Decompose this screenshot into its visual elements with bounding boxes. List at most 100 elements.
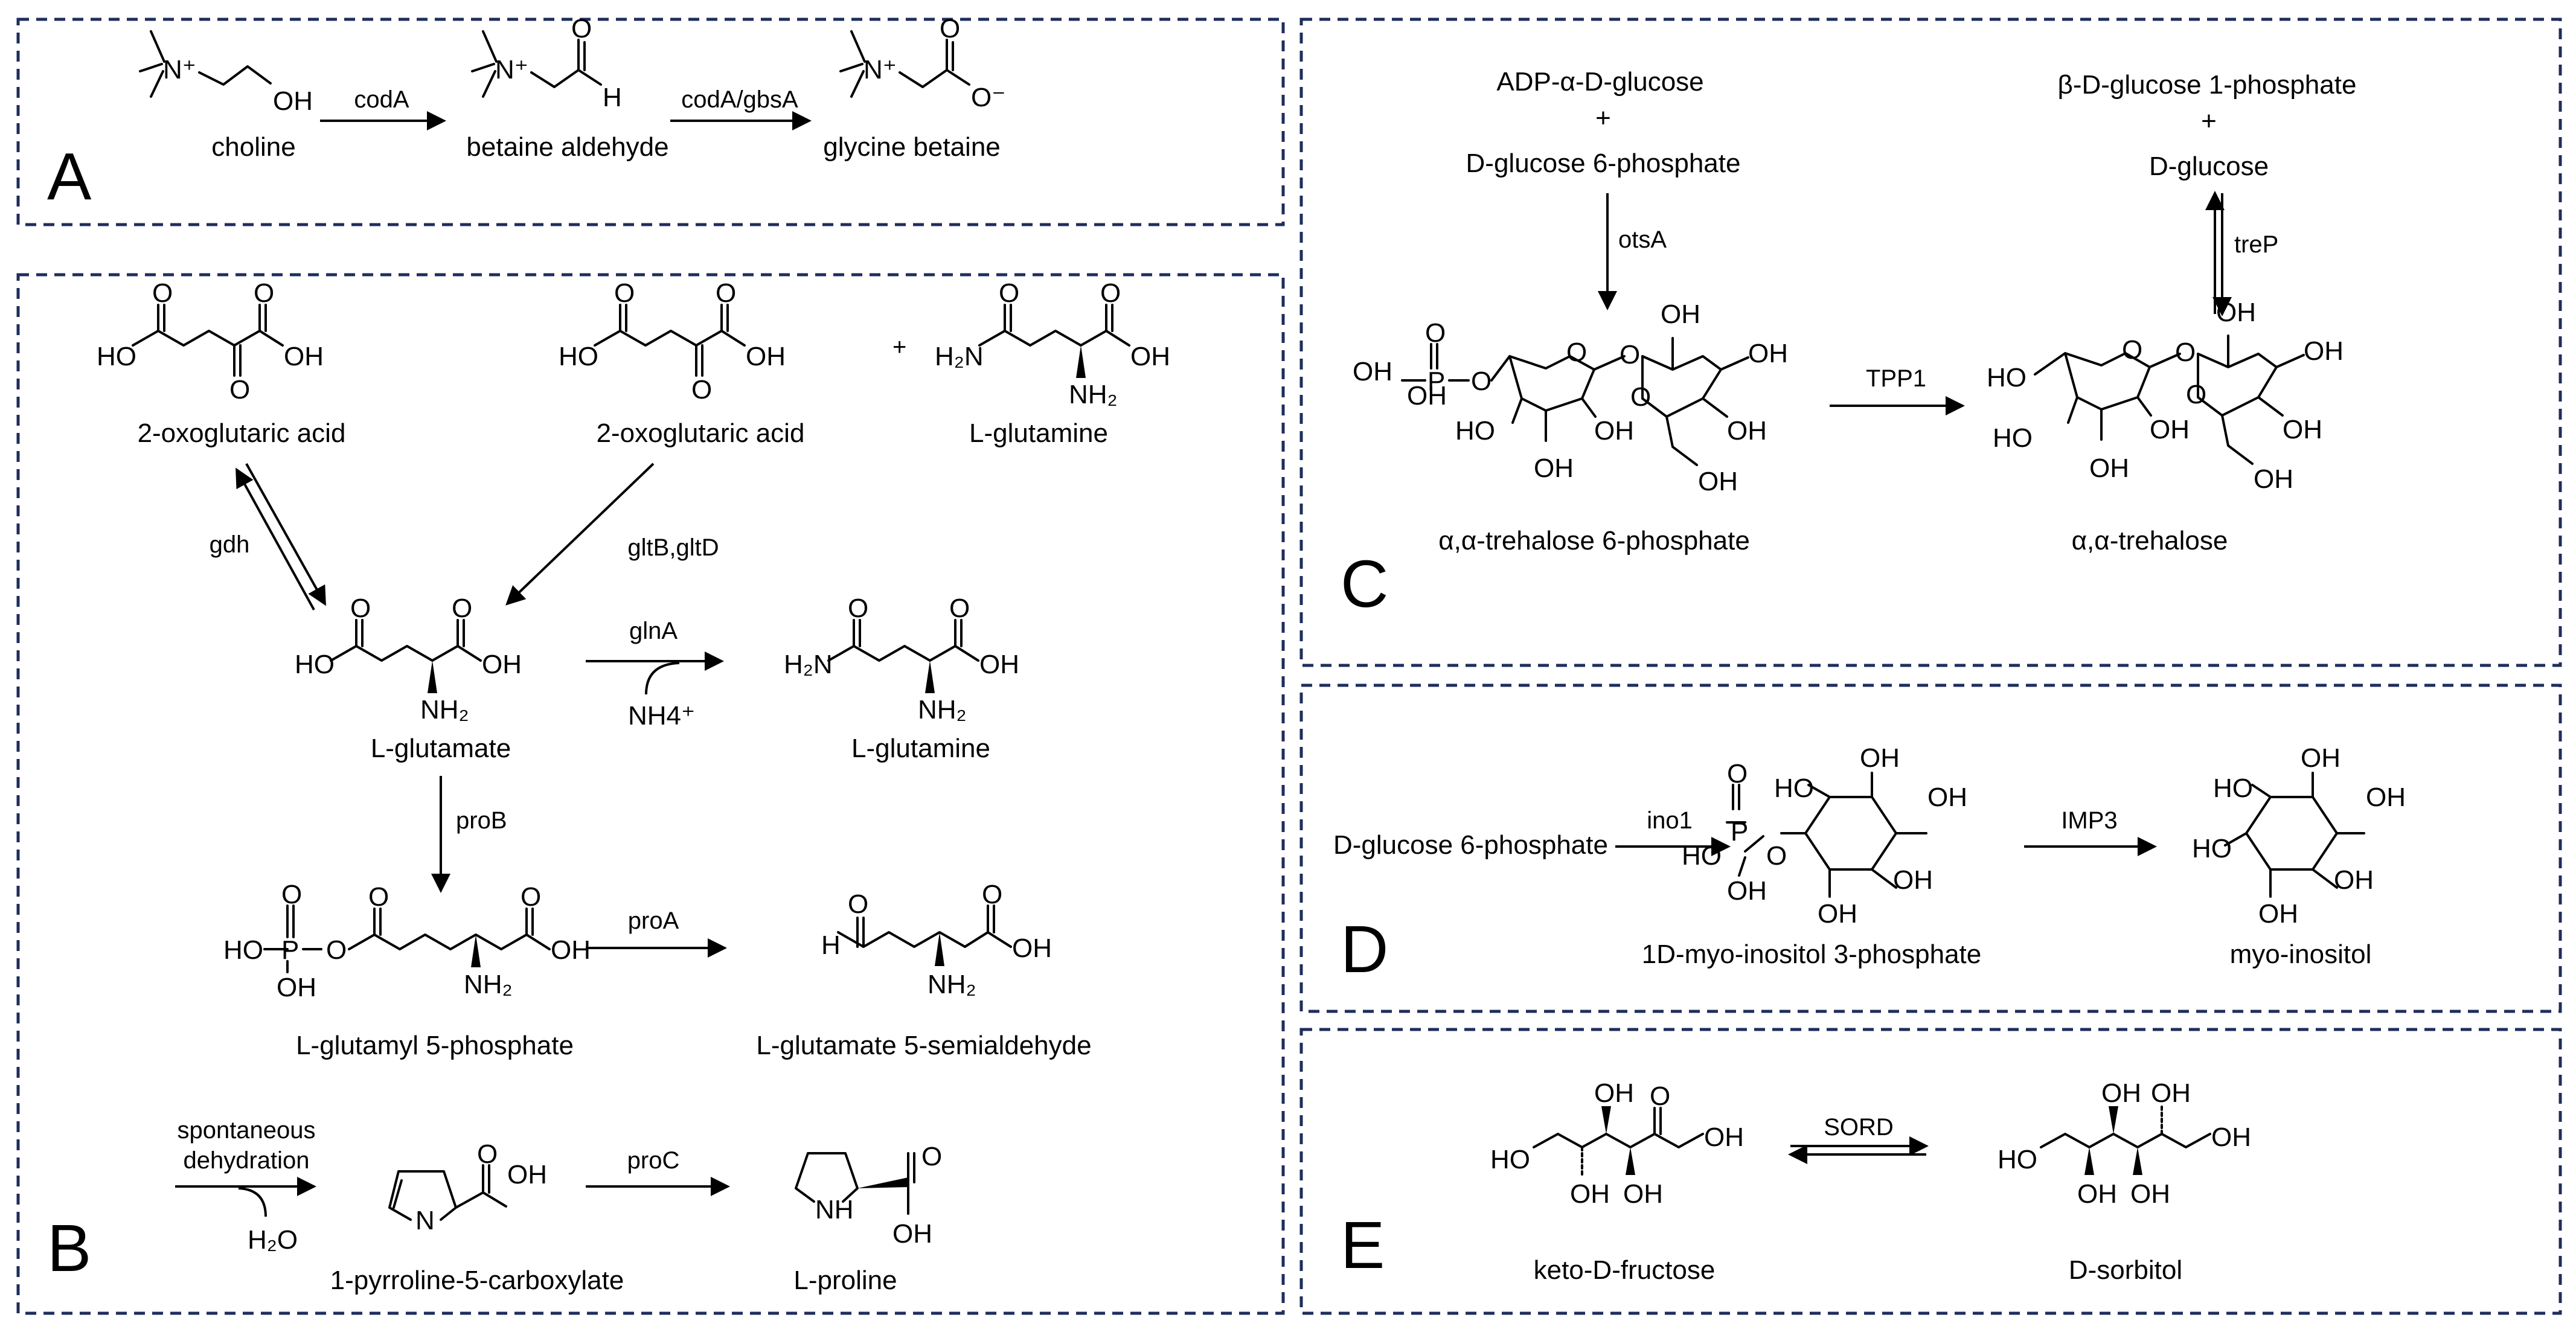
- atom-o: O: [949, 594, 970, 623]
- atom-ho: HO: [97, 342, 136, 371]
- atom-nh: NH: [815, 1195, 854, 1225]
- atom-o: O: [326, 935, 347, 965]
- atom-oh: OH: [2216, 298, 2256, 327]
- atom-oh: OH: [2211, 1122, 2251, 1152]
- atom-o: O: [152, 278, 173, 308]
- enzyme-otsa: otsA: [1618, 226, 1667, 253]
- atom-oh: OH: [1594, 1078, 1634, 1108]
- atom-oh: OH: [1748, 339, 1788, 368]
- atom-oh: OH: [551, 935, 591, 965]
- atom-p: P: [1731, 817, 1748, 847]
- atom-o: O: [940, 14, 960, 43]
- atom-o: O: [452, 594, 472, 623]
- substrate-glucose-1-phosphate: β-D-glucose 1-phosphate: [2058, 70, 2357, 100]
- atom-o: O: [716, 278, 736, 308]
- atom-n: N: [415, 1206, 435, 1235]
- enzyme-coda-gbsa: codA/gbsA: [681, 86, 798, 113]
- atom-oh: OH: [1860, 743, 1900, 773]
- enzyme-trep: treP: [2234, 231, 2278, 258]
- atom-o: O: [281, 880, 302, 909]
- enzyme-imp3: IMP3: [2061, 807, 2117, 834]
- arrow-gdh-reverse: [235, 467, 315, 610]
- byproduct-h2o: H₂O: [248, 1225, 298, 1255]
- panel-a: A N⁺ OH choline codA N⁺ O H betaine alde…: [16, 14, 1285, 226]
- plus-left: +: [1595, 103, 1611, 133]
- atom-h2n: H₂N: [935, 342, 984, 371]
- trehalose-6-phosphate-structure: O P OH OH O O O OH OH O HO OH OH OH OH: [1353, 299, 1788, 496]
- atom-ominus: O⁻: [971, 83, 1005, 112]
- keto-fructose-structure: HO OH O OH OH OH: [1490, 1078, 1744, 1209]
- glutamine-product-structure: H₂N O O NH₂ OH: [784, 594, 1019, 725]
- atom-h: H: [603, 83, 622, 112]
- atom-oh: OH: [1407, 381, 1447, 411]
- compound-inositol-3-phosphate: 1D-myo-inositol 3-phosphate: [1642, 940, 1982, 969]
- atom-ho: HO: [223, 935, 263, 965]
- atom-oh: OH: [1727, 416, 1767, 446]
- atom-o: O: [2186, 380, 2206, 409]
- plus-sign: +: [892, 334, 906, 360]
- panel-b-border: [16, 273, 1285, 1315]
- atom-o: O: [1100, 278, 1121, 308]
- glutamate-structure: HO O O NH₂ OH: [295, 594, 522, 725]
- atom-o: O: [350, 594, 371, 623]
- enzyme-gltb-gltd: gltB,gltD: [627, 534, 719, 561]
- panel-b: B HO O O O OH 2-oxoglutaric acid HO O O …: [16, 273, 1285, 1315]
- atom-o: O: [614, 278, 635, 308]
- atom-o: O: [2175, 338, 2196, 367]
- atom-o: O: [1630, 382, 1651, 412]
- panel-b-label: B: [47, 1211, 91, 1285]
- atom-nplus: N⁺: [863, 55, 897, 85]
- panel-a-label: A: [47, 139, 92, 214]
- atom-p: P: [1427, 367, 1445, 396]
- glycine-betaine-structure: N⁺ O O⁻: [839, 14, 1005, 112]
- enzyme-prob: proB: [456, 807, 507, 834]
- atom-nh2: NH₂: [464, 970, 513, 999]
- atom-o: O: [982, 880, 1002, 909]
- compound-betaine-aldehyde: betaine aldehyde: [466, 132, 668, 162]
- atom-h: H: [821, 930, 841, 960]
- atom-o: O: [1620, 340, 1640, 370]
- atom-oh: OH: [1353, 357, 1392, 386]
- atom-oh: OH: [1661, 299, 1700, 329]
- atom-oh: OH: [1130, 342, 1170, 371]
- compound-choline: choline: [211, 132, 295, 162]
- panel-e: E HO OH O OH OH OH keto-D-fructose SORD …: [1299, 1028, 2562, 1315]
- panel-c: C ADP-α-D-glucose + D-glucose 6-phosphat…: [1299, 18, 2562, 667]
- compound-2-oxoglutaric-acid-1: 2-oxoglutaric acid: [138, 418, 346, 448]
- atom-oh: OH: [2258, 899, 2298, 929]
- atom-oh: OH: [746, 342, 786, 371]
- atom-nh2: NH₂: [918, 695, 967, 725]
- enzyme-proa: proA: [628, 908, 679, 934]
- trehalose-structure: HO O O OH OH O HO OH OH OH OH: [1987, 298, 2344, 494]
- atom-oh: OH: [1893, 865, 1933, 895]
- atom-oh: OH: [1623, 1179, 1663, 1209]
- atom-ho: HO: [295, 650, 335, 679]
- atom-oh: OH: [892, 1219, 932, 1249]
- atom-ho: HO: [1993, 423, 2033, 453]
- substrate-adp-glucose: ADP-α-D-glucose: [1496, 67, 1703, 97]
- atom-oh: OH: [1727, 876, 1767, 906]
- compound-trehalose-6-phosphate: α,α-trehalose 6-phosphate: [1438, 526, 1750, 555]
- compound-keto-d-fructose: keto-D-fructose: [1534, 1255, 1716, 1285]
- enzyme-tpp1: TPP1: [1866, 365, 1926, 392]
- atom-ho: HO: [2213, 773, 2253, 803]
- nh4-curve: [645, 662, 680, 695]
- h2o-curve: [238, 1187, 267, 1217]
- atom-oh: OH: [2366, 783, 2406, 812]
- atom-oh: OH: [507, 1160, 547, 1189]
- compound-l-glutamate-5-semialdehyde: L-glutamate 5-semialdehyde: [756, 1031, 1091, 1060]
- atom-oh: OH: [1012, 933, 1052, 963]
- atom-o: O: [691, 375, 712, 405]
- compound-d-sorbitol: D-sorbitol: [2069, 1255, 2182, 1285]
- substrate-d-glucose: D-glucose: [2149, 152, 2269, 181]
- substrate-glucose-6-phosphate: D-glucose 6-phosphate: [1466, 149, 1741, 178]
- atom-p: P: [281, 935, 299, 965]
- atom-o: O: [1471, 367, 1491, 396]
- atom-oh: OH: [2077, 1179, 2117, 1209]
- glutamyl-phosphate-structure: HO P O OH O O O NH₂ OH: [223, 880, 591, 1002]
- atom-ho: HO: [1998, 1145, 2037, 1174]
- atom-o: O: [848, 594, 868, 623]
- panel-d-border: [1299, 684, 2562, 1013]
- atom-oh: OH: [2254, 464, 2293, 494]
- atom-oh: OH: [1927, 783, 1967, 812]
